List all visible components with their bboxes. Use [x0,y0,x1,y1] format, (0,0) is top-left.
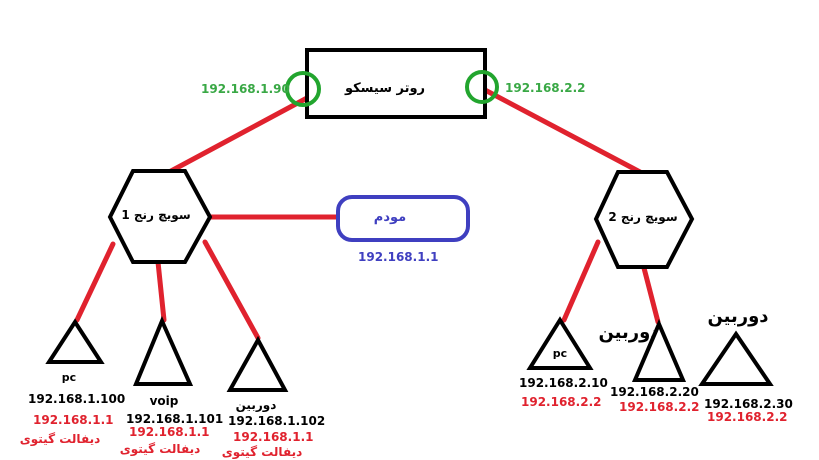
link-switch1-pc [74,241,116,323]
camera-left-icon [226,335,289,392]
camera-right-2-icon [698,330,774,386]
link-router-switch1 [155,95,310,181]
link-router-switch2 [482,87,643,175]
switch2-label: سویچ رنج 2 [608,210,677,225]
pc-right-ip: 192.168.2.10 [519,376,608,390]
voip-gateway-ip: 192.168.1.1 [129,425,209,439]
camera-right-1-icon [631,318,687,382]
modem-label: مودم [374,210,406,225]
router-port-right [465,70,499,104]
pc-right-icon [526,316,594,370]
pc-left-icon [45,318,105,364]
camera-left-gateway-ip: 192.168.1.1 [233,430,313,444]
pc-left-label: pc [62,371,76,384]
link-switch1-camera [202,239,261,341]
pc-left-ip: 192.168.1.100 [28,392,125,406]
modem-ip: 192.168.1.1 [358,250,438,264]
router-label: روتر سیسکو [344,81,425,96]
camera-left-label: دوربین [236,398,277,413]
camera-right-2-ip: 192.168.2.30 [704,397,793,411]
link-switch2-pc [561,239,601,323]
camera-left-gateway-label: دیفالت گیتوی [222,445,303,460]
voip-icon [133,315,194,386]
links [74,87,661,341]
switch1-label: سویچ رنج 1 [121,208,190,223]
camera-right-1-gateway-ip: 192.168.2.2 [619,400,699,414]
link-switch1-voip [155,259,167,323]
router-left-ip: 192.168.1.90 [201,82,290,96]
link-switch2-camera [641,265,661,325]
pc-right-gateway-ip: 192.168.2.2 [521,395,601,409]
switch1-hexagon [107,169,213,264]
router-right-ip: 192.168.2.2 [505,81,585,95]
switch2-hexagon [593,170,695,269]
camera-left-ip: 192.168.1.102 [228,414,325,428]
voip-ip: 192.168.1.101 [126,412,223,426]
pc-left-gateway-label: دیفالت گیتوی [20,432,101,447]
camera-right-1-ip: 192.168.2.20 [610,385,699,399]
camera-right-2-label: دوربین [707,306,768,327]
camera-right-2-gateway-ip: 192.168.2.2 [707,410,787,424]
modem-box [336,195,470,242]
pc-right-label: pc [553,347,567,360]
voip-gateway-label: دیفالت گیتوی [120,442,201,457]
pc-left-gateway-ip: 192.168.1.1 [33,413,113,427]
camera-right-1-label: دوربین [598,322,659,343]
voip-label: voip [150,394,179,408]
router-box [305,48,487,119]
router-port-left [285,71,321,107]
